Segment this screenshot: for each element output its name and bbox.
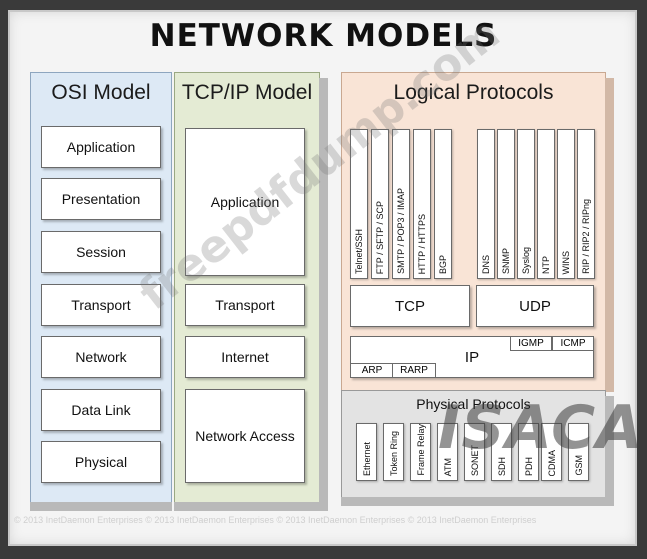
tcpip-layer-internet: Internet <box>185 336 305 378</box>
tcp-box: TCP <box>350 285 470 327</box>
osi-panel-base <box>30 502 172 511</box>
protocol-ftp-sftp-scp: FTP / SFTP / SCP <box>371 129 389 279</box>
osi-layer-application: Application <box>41 126 161 168</box>
protocol-atm: ATM <box>437 423 458 481</box>
page-title: NETWORK MODELS <box>149 18 498 54</box>
protocol-gsm: GSM <box>568 423 589 481</box>
protocol-wins: WINS <box>557 129 575 279</box>
protocol-sdh: SDH <box>491 423 512 481</box>
protocol-snmp: SNMP <box>497 129 515 279</box>
protocol-frame-relay: Frame Relay <box>410 423 431 481</box>
igmp-box: IGMP <box>510 336 552 351</box>
protocol-telnet-ssh: Telnet/SSH <box>350 129 368 279</box>
osi-layer-session: Session <box>41 231 161 273</box>
tcpip-layer-transport: Transport <box>185 284 305 326</box>
tcpip-layer-application: Application <box>185 128 305 276</box>
physical-protocols-title: Physical Protocols <box>416 396 531 412</box>
tcpip-panel-side <box>319 78 328 510</box>
rarp-box: RARP <box>392 363 436 378</box>
osi-layer-physical: Physical <box>41 441 161 483</box>
osi-layer-data-link: Data Link <box>41 389 161 431</box>
logical-protocols-panel: Logical Protocols Telnet/SSH FTP / SFTP … <box>341 72 606 392</box>
logical-panel-side <box>605 78 614 392</box>
protocol-smtp-pop3-imap: SMTP / POP3 / IMAP <box>392 129 410 279</box>
isaca-logo: ISACA® <box>438 393 647 463</box>
tcpip-model-panel: TCP/IP Model Application Transport Inter… <box>174 72 320 504</box>
protocol-sonet: SONET <box>464 423 485 481</box>
osi-layer-network: Network <box>41 336 161 378</box>
logical-protocols-title: Logical Protocols <box>393 81 554 104</box>
protocol-syslog: Syslog <box>517 129 535 279</box>
protocol-dns: DNS <box>477 129 495 279</box>
protocol-ntp: NTP <box>537 129 555 279</box>
protocol-bgp: BGP <box>434 129 452 279</box>
arp-box: ARP <box>350 363 394 378</box>
copyright-footer: © 2013 InetDaemon Enterprises © 2013 Ine… <box>14 515 537 525</box>
tcpip-layer-network-access: Network Access <box>185 389 305 483</box>
protocol-cdma: CDMA <box>541 423 562 481</box>
physical-panel-base <box>341 497 614 506</box>
physical-panel-side <box>605 396 614 505</box>
physical-protocols-panel: Physical Protocols Ethernet Token Ring F… <box>341 390 606 499</box>
osi-layer-transport: Transport <box>41 284 161 326</box>
osi-layer-presentation: Presentation <box>41 178 161 220</box>
protocol-rip: RIP / RIP2 / RIPng <box>577 129 595 279</box>
tcpip-model-title: TCP/IP Model <box>181 81 313 104</box>
protocol-http-https: HTTP / HTTPS <box>413 129 431 279</box>
tcpip-panel-base <box>174 502 328 511</box>
osi-model-panel: OSI Model Application Presentation Sessi… <box>30 72 172 504</box>
udp-box: UDP <box>476 285 594 327</box>
protocol-ethernet: Ethernet <box>356 423 377 481</box>
icmp-box: ICMP <box>552 336 594 351</box>
protocol-token-ring: Token Ring <box>383 423 404 481</box>
protocol-pdh: PDH <box>518 423 539 481</box>
osi-model-title: OSI Model <box>51 81 151 104</box>
